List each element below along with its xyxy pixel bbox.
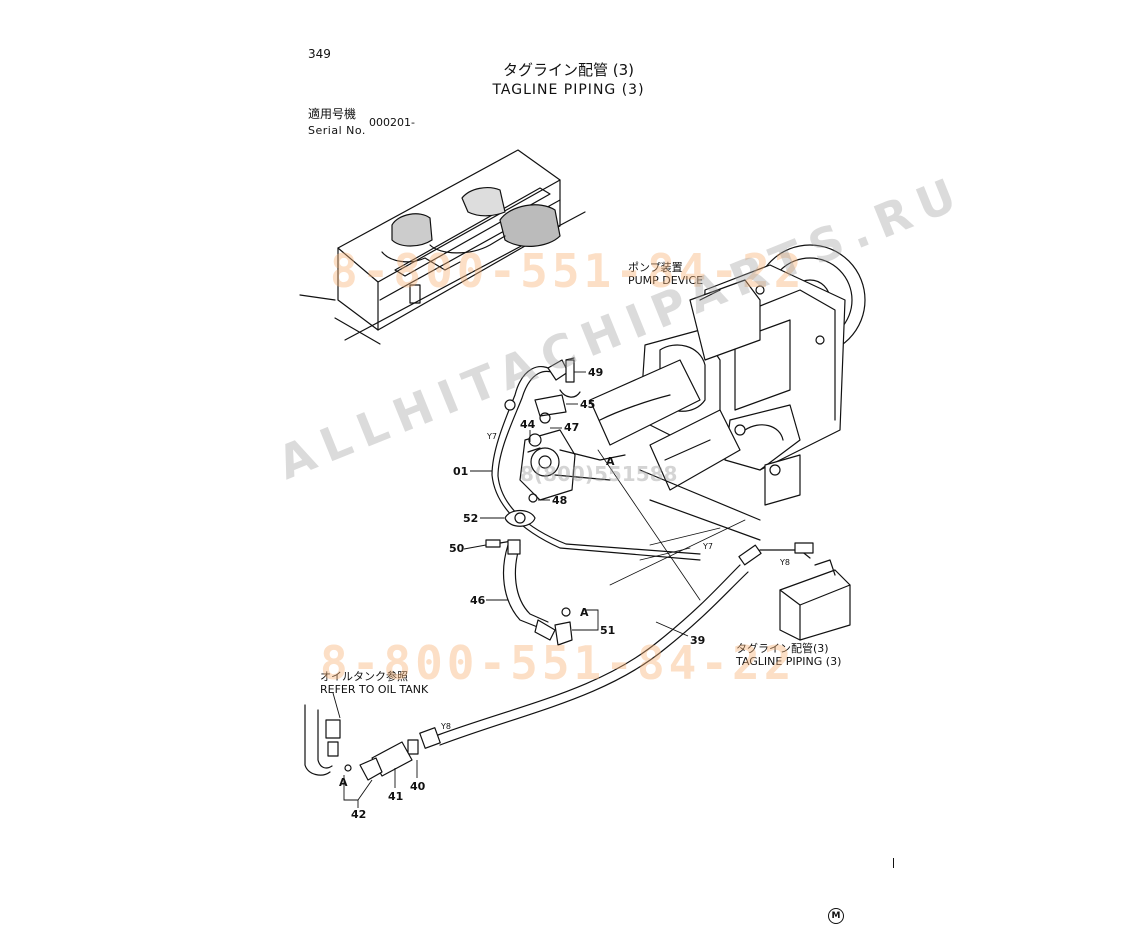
corner-m-mark: M	[828, 908, 844, 924]
serial-value: 000201-	[369, 116, 415, 129]
page-title-japanese: タグライン配管 (3)	[502, 61, 635, 79]
callout-46: 46	[470, 594, 486, 607]
callout-49: 49	[588, 366, 604, 379]
serial-label-japanese: 適用号機	[308, 107, 357, 121]
callout-a-upper: A	[580, 606, 589, 619]
margin-tick	[893, 858, 894, 868]
tagline-piping-label: TAGLINE PIPING (3)	[736, 655, 842, 668]
callout-52: 52	[463, 512, 479, 525]
oil-tank-label: REFER TO OIL TANK	[320, 683, 429, 696]
hose-mark-y8-right: Y8	[780, 558, 790, 567]
page-title: TAGLINE PIPING (3)	[492, 82, 645, 98]
oil-tank-label-japanese: オイルタンク参照	[320, 670, 408, 683]
serial-label: Serial No.	[308, 124, 366, 137]
page-number: 349	[308, 47, 331, 61]
pump-device-label: PUMP DEVICE	[628, 274, 704, 287]
callout-a-lower: A	[339, 776, 348, 789]
pump-device-label-japanese: ポンプ装置	[628, 261, 683, 274]
callout-39: 39	[690, 634, 706, 647]
callout-41: 41	[388, 790, 404, 803]
callout-42: 42	[351, 808, 367, 821]
callout-45: 45	[580, 398, 596, 411]
callout-51: 51	[600, 624, 616, 637]
callout-40: 40	[410, 780, 426, 793]
callout-44: 44	[520, 418, 536, 431]
callout-a-block: A	[606, 455, 615, 468]
callout-47: 47	[564, 421, 580, 434]
callout-01: 01	[453, 465, 469, 478]
hose-mark-y7-lower: Y7	[703, 542, 713, 551]
hose-mark-y8-left: Y8	[441, 722, 451, 731]
machine-overview-sketch	[299, 149, 586, 345]
tagline-piping-label-japanese: タグライン配管(3)	[736, 642, 829, 655]
callout-50: 50	[449, 542, 465, 555]
hose-mark-y7-upper: Y7	[487, 432, 497, 441]
valve-block	[519, 429, 626, 501]
pump-device-drawing	[589, 244, 866, 541]
hose-39	[437, 564, 741, 736]
callout-48: 48	[552, 494, 568, 507]
hose-46	[502, 544, 546, 631]
